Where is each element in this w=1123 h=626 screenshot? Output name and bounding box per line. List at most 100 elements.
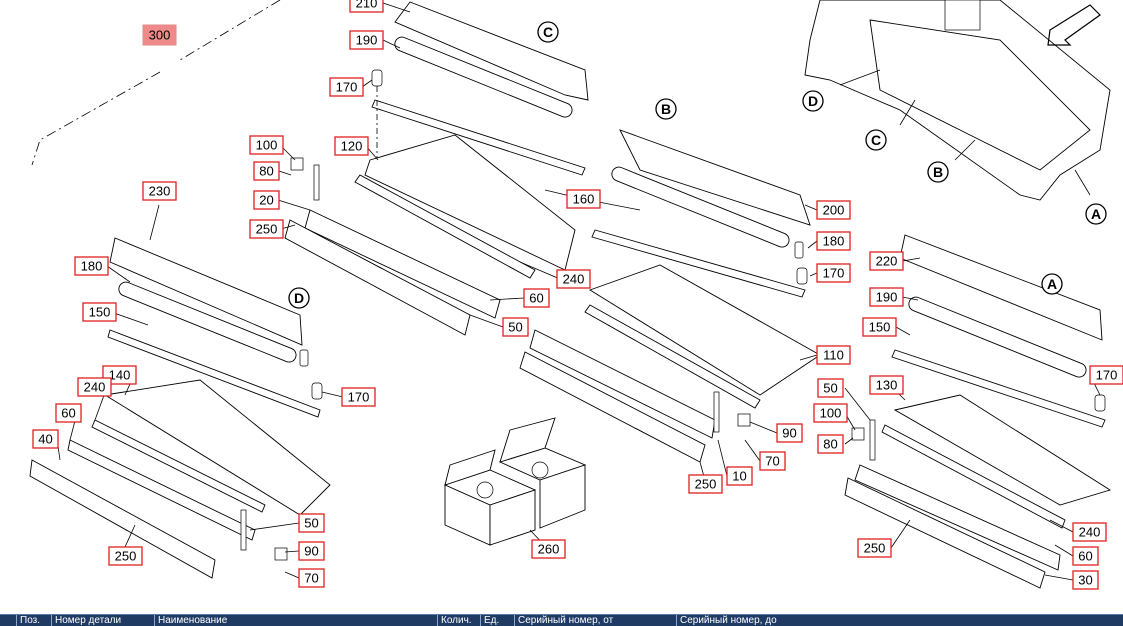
svg-text:90: 90 [304,544,318,559]
callout-30[interactable]: 30 [1072,570,1099,590]
svg-text:90: 90 [782,426,796,441]
callout-240[interactable]: 240 [1072,522,1107,542]
column-header-unit[interactable]: Ед. [480,615,514,626]
callout-250[interactable]: 250 [857,538,892,558]
marker-d-main: D [288,287,310,309]
callout-100[interactable]: 100 [813,403,848,423]
svg-text:200: 200 [823,203,845,218]
svg-text:250: 250 [256,222,278,237]
assembly-boundary-line [31,0,281,166]
svg-text:210: 210 [356,0,378,11]
svg-text:C: C [871,132,881,148]
callout-10[interactable]: 10 [726,466,753,486]
svg-text:180: 180 [823,234,845,249]
svg-text:250: 250 [115,549,137,564]
callout-50[interactable]: 50 [502,317,529,337]
svg-text:240: 240 [84,380,106,395]
callout-70[interactable]: 70 [298,568,325,588]
callout-80[interactable]: 80 [817,434,844,454]
callout-170[interactable]: 170 [816,263,851,283]
callout-170[interactable]: 170 [329,77,364,97]
callout-100[interactable]: 100 [249,135,284,155]
column-header-serial-to[interactable]: Серийный номер, до [676,615,876,626]
callout-190[interactable]: 190 [869,287,904,307]
callout-20[interactable]: 20 [253,190,280,210]
callout-190[interactable]: 190 [349,30,384,50]
callout-110[interactable]: 110 [816,345,851,365]
callout-40[interactable]: 40 [32,429,59,449]
callout-250[interactable]: 250 [249,219,284,239]
svg-text:230: 230 [149,184,171,199]
svg-text:190: 190 [356,33,378,48]
callout-250[interactable]: 250 [108,546,143,566]
callout-60[interactable]: 60 [523,288,550,308]
column-header-quantity[interactable]: Колич. [437,615,480,626]
callout-150[interactable]: 150 [862,317,897,337]
callout-200[interactable]: 200 [816,200,851,220]
marker-b-main: B [655,98,677,120]
svg-text:60: 60 [61,406,75,421]
callout-180[interactable]: 180 [816,231,851,251]
svg-text:190: 190 [876,290,898,305]
marker-b-overview: B [927,161,949,183]
callout-170[interactable]: 170 [341,387,376,407]
callout-210[interactable]: 210 [349,0,384,13]
callout-50[interactable]: 50 [298,513,325,533]
svg-text:160: 160 [573,192,595,207]
marker-a-overview: A [1085,203,1107,225]
callout-300[interactable]: 300 [142,24,177,46]
callout-50[interactable]: 50 [817,378,844,398]
callout-130[interactable]: 130 [869,375,904,395]
svg-text:60: 60 [1078,549,1092,564]
column-header-select[interactable] [0,615,16,626]
svg-text:60: 60 [529,291,543,306]
callout-160[interactable]: 160 [566,189,601,209]
svg-text:30: 30 [1078,573,1092,588]
svg-text:A: A [1047,276,1057,292]
callout-60[interactable]: 60 [1072,546,1099,566]
callout-80[interactable]: 80 [253,161,280,181]
callout-240[interactable]: 240 [77,377,112,397]
svg-text:70: 70 [304,571,318,586]
svg-text:B: B [933,164,943,180]
svg-text:220: 220 [876,254,898,269]
svg-text:250: 250 [695,477,717,492]
column-header-serial-from[interactable]: Серийный номер, от [514,615,676,626]
section-d-parts [29,237,331,579]
machine-overview [804,0,1111,201]
callout-240[interactable]: 240 [556,269,591,289]
svg-text:80: 80 [259,164,273,179]
svg-text:B: B [661,101,671,117]
svg-text:180: 180 [81,259,103,274]
column-header-name[interactable]: Наименование [154,615,437,626]
callout-120[interactable]: 120 [334,136,369,156]
marker-a-main: A [1041,273,1063,295]
svg-text:130: 130 [876,378,898,393]
svg-text:170: 170 [1096,368,1118,383]
svg-text:120: 120 [341,139,363,154]
svg-text:C: C [543,24,553,40]
callout-150[interactable]: 150 [82,302,117,322]
callout-220[interactable]: 220 [869,251,904,271]
column-header-position[interactable]: Поз. [16,615,51,626]
callout-170[interactable]: 170 [1089,365,1123,385]
svg-text:50: 50 [508,320,522,335]
svg-text:250: 250 [864,541,886,556]
svg-text:20: 20 [259,193,273,208]
callout-90[interactable]: 90 [776,423,803,443]
callout-90[interactable]: 90 [298,541,325,561]
callout-70[interactable]: 70 [759,451,786,471]
svg-text:150: 150 [89,305,111,320]
callout-250[interactable]: 250 [688,474,723,494]
callout-60[interactable]: 60 [55,403,82,423]
callout-230[interactable]: 230 [142,181,177,201]
callout-180[interactable]: 180 [74,256,109,276]
callout-260[interactable]: 260 [531,539,566,559]
column-header-part-number[interactable]: Номер детали [51,615,154,626]
svg-text:170: 170 [348,390,370,405]
svg-text:260: 260 [538,542,560,557]
svg-text:140: 140 [109,368,131,383]
svg-text:80: 80 [823,437,837,452]
svg-text:D: D [294,290,304,306]
